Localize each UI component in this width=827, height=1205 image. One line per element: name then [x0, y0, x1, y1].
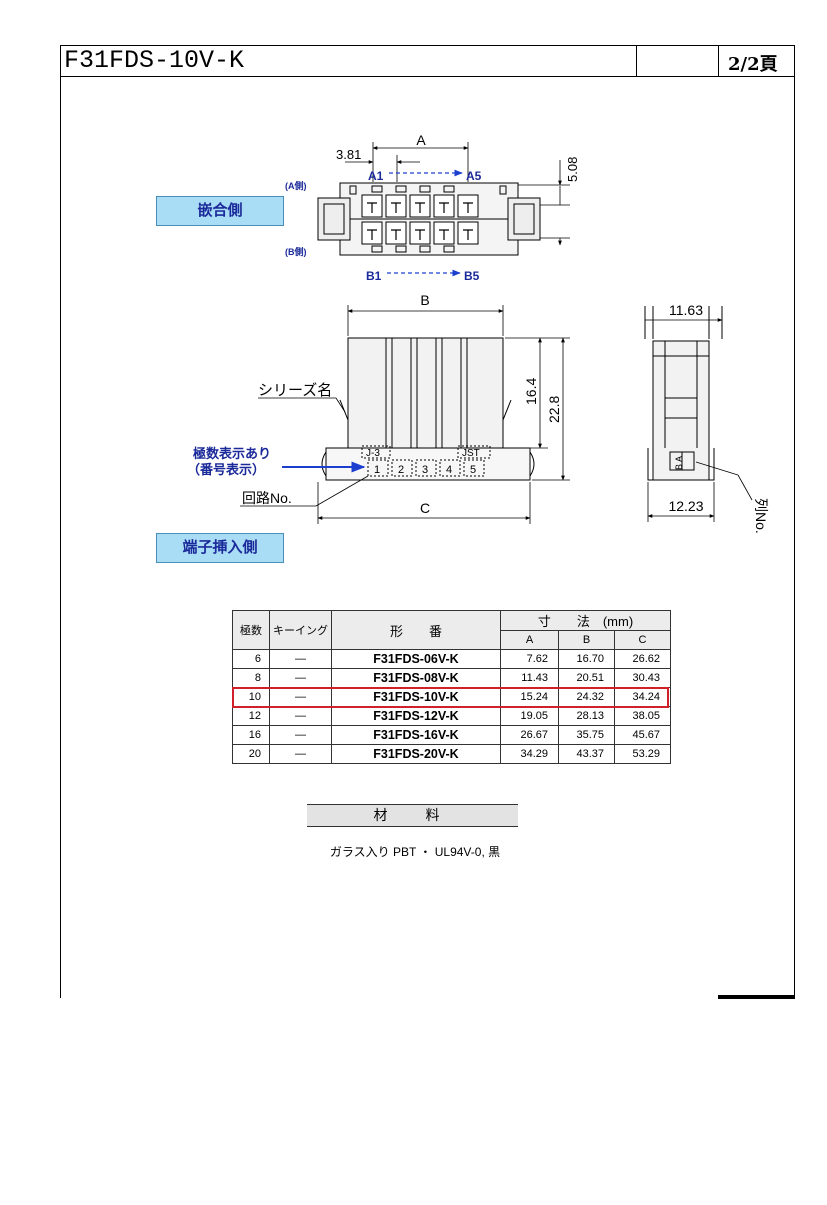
cell-keying: —: [269, 649, 332, 669]
cell-dim-a: 26.67: [500, 725, 559, 745]
circuit-no-label: 回路No.: [242, 490, 292, 506]
dim-row-pitch-label: 5.08: [565, 157, 580, 182]
frame-right-line: [794, 45, 795, 998]
cell-poles: 12: [232, 706, 270, 726]
cell-num-5: 5: [470, 464, 476, 476]
cell-num-3: 3: [422, 464, 428, 476]
dim-pitch-label: 3.81: [336, 147, 361, 162]
label-b1: B1: [366, 269, 382, 283]
table-row: 6 — F31FDS-06V-K 7.62 16.70 26.62: [232, 649, 671, 669]
header-divider: [718, 45, 719, 77]
cell-num-4: 4: [446, 464, 452, 476]
cell-part-no: F31FDS-20V-K: [331, 744, 501, 764]
cell-part-no: F31FDS-16V-K: [331, 725, 501, 745]
cell-part-no: F31FDS-06V-K: [331, 649, 501, 669]
cell-dim-c: 38.05: [614, 706, 671, 726]
label-row-b: (B側): [285, 246, 307, 257]
j3-marking: J-3: [366, 448, 380, 459]
frame-left-line: [60, 45, 61, 998]
cell-dim-a: 7.62: [500, 649, 559, 669]
cell-dim-c: 30.43: [614, 668, 671, 688]
dim-side-w2-label: 12.23: [668, 498, 703, 514]
top-view: [317, 182, 541, 256]
cell-num-2: 2: [398, 464, 404, 476]
cell-poles: 6: [232, 649, 270, 669]
dim-b-label: B: [420, 292, 429, 308]
cell-dim-c: 53.29: [614, 744, 671, 764]
cell-dim-b: 28.13: [558, 706, 615, 726]
header-dim-b: B: [558, 630, 615, 650]
cell-keying: —: [269, 706, 332, 726]
cell-dim-a: 11.43: [500, 668, 559, 688]
cell-dim-a: 34.29: [500, 744, 559, 764]
header-dim-a: A: [500, 630, 559, 650]
polarity-note-line1: 極数表示あり: [192, 446, 271, 461]
front-view: [321, 337, 535, 481]
dim-side-w1-label: 11.63: [669, 302, 703, 318]
table-row: 16 — F31FDS-16V-K 26.67 35.75 45.67: [232, 725, 671, 745]
label-a1: A1: [368, 169, 384, 183]
header-keying: キーイング: [269, 610, 332, 650]
cell-poles: 20: [232, 744, 270, 764]
ba-marking: B A: [674, 456, 684, 470]
frame-top-line: [60, 45, 795, 46]
material-text: ガラス入り PBT ・ UL94V-0, 黒: [329, 845, 501, 859]
cell-dim-b: 20.51: [558, 668, 615, 688]
cell-dim-c: 45.67: [614, 725, 671, 745]
cell-part-no: F31FDS-08V-K: [331, 668, 501, 688]
cell-dim-b: 16.70: [558, 649, 615, 669]
header-part-no: 形 番: [331, 610, 501, 650]
table-row: 8 — F31FDS-08V-K 11.43 20.51 30.43: [232, 668, 671, 688]
series-name-label: シリーズ名: [258, 382, 332, 399]
header-dimensions: 寸 法 (mm): [500, 610, 671, 631]
label-b5: B5: [464, 269, 480, 283]
table-row: 20 — F31FDS-20V-K 34.29 43.37 53.29: [232, 744, 671, 764]
polarity-note-line2: （番号表示）: [187, 462, 265, 477]
document-title: F31FDS-10V-K: [64, 46, 245, 75]
cell-dim-b: 43.37: [558, 744, 615, 764]
label-row-a: (A側): [285, 180, 307, 191]
header-divider: [636, 45, 637, 77]
terminal-side-label: 端子挿入側: [156, 533, 284, 563]
row-no-label: 列No.: [753, 498, 769, 534]
header-dim-c: C: [614, 630, 671, 650]
dimension-table: 極数 キーイング 形 番 寸 法 (mm) A B C 6 — F31FDS-0…: [232, 610, 671, 764]
material-heading: 材 料: [307, 804, 518, 827]
highlight-row-frame: [232, 687, 669, 708]
footer-bar: [718, 995, 795, 999]
side-view: [644, 306, 723, 481]
cell-dim-a: 19.05: [500, 706, 559, 726]
dim-c-label: C: [420, 500, 430, 516]
cell-keying: —: [269, 668, 332, 688]
dim-a-label: A: [416, 132, 426, 148]
page-number: 2/2頁: [728, 54, 778, 75]
cell-keying: —: [269, 725, 332, 745]
cell-poles: 8: [232, 668, 270, 688]
header-poles: 極数: [232, 610, 270, 650]
cell-poles: 16: [232, 725, 270, 745]
cell-dim-b: 35.75: [558, 725, 615, 745]
cell-dim-c: 26.62: [614, 649, 671, 669]
cell-keying: —: [269, 744, 332, 764]
cell-part-no: F31FDS-12V-K: [331, 706, 501, 726]
jst-marking: JST: [462, 448, 480, 459]
label-a5: A5: [466, 169, 482, 183]
dim-h1-label: 16.4: [523, 378, 539, 405]
cell-num-1: 1: [374, 464, 380, 476]
table-row: 12 — F31FDS-12V-K 19.05 28.13 38.05: [232, 706, 671, 726]
dim-h2-label: 22.8: [546, 396, 562, 423]
frame-header-line: [60, 76, 795, 77]
fitting-side-label: 嵌合側: [156, 196, 284, 226]
